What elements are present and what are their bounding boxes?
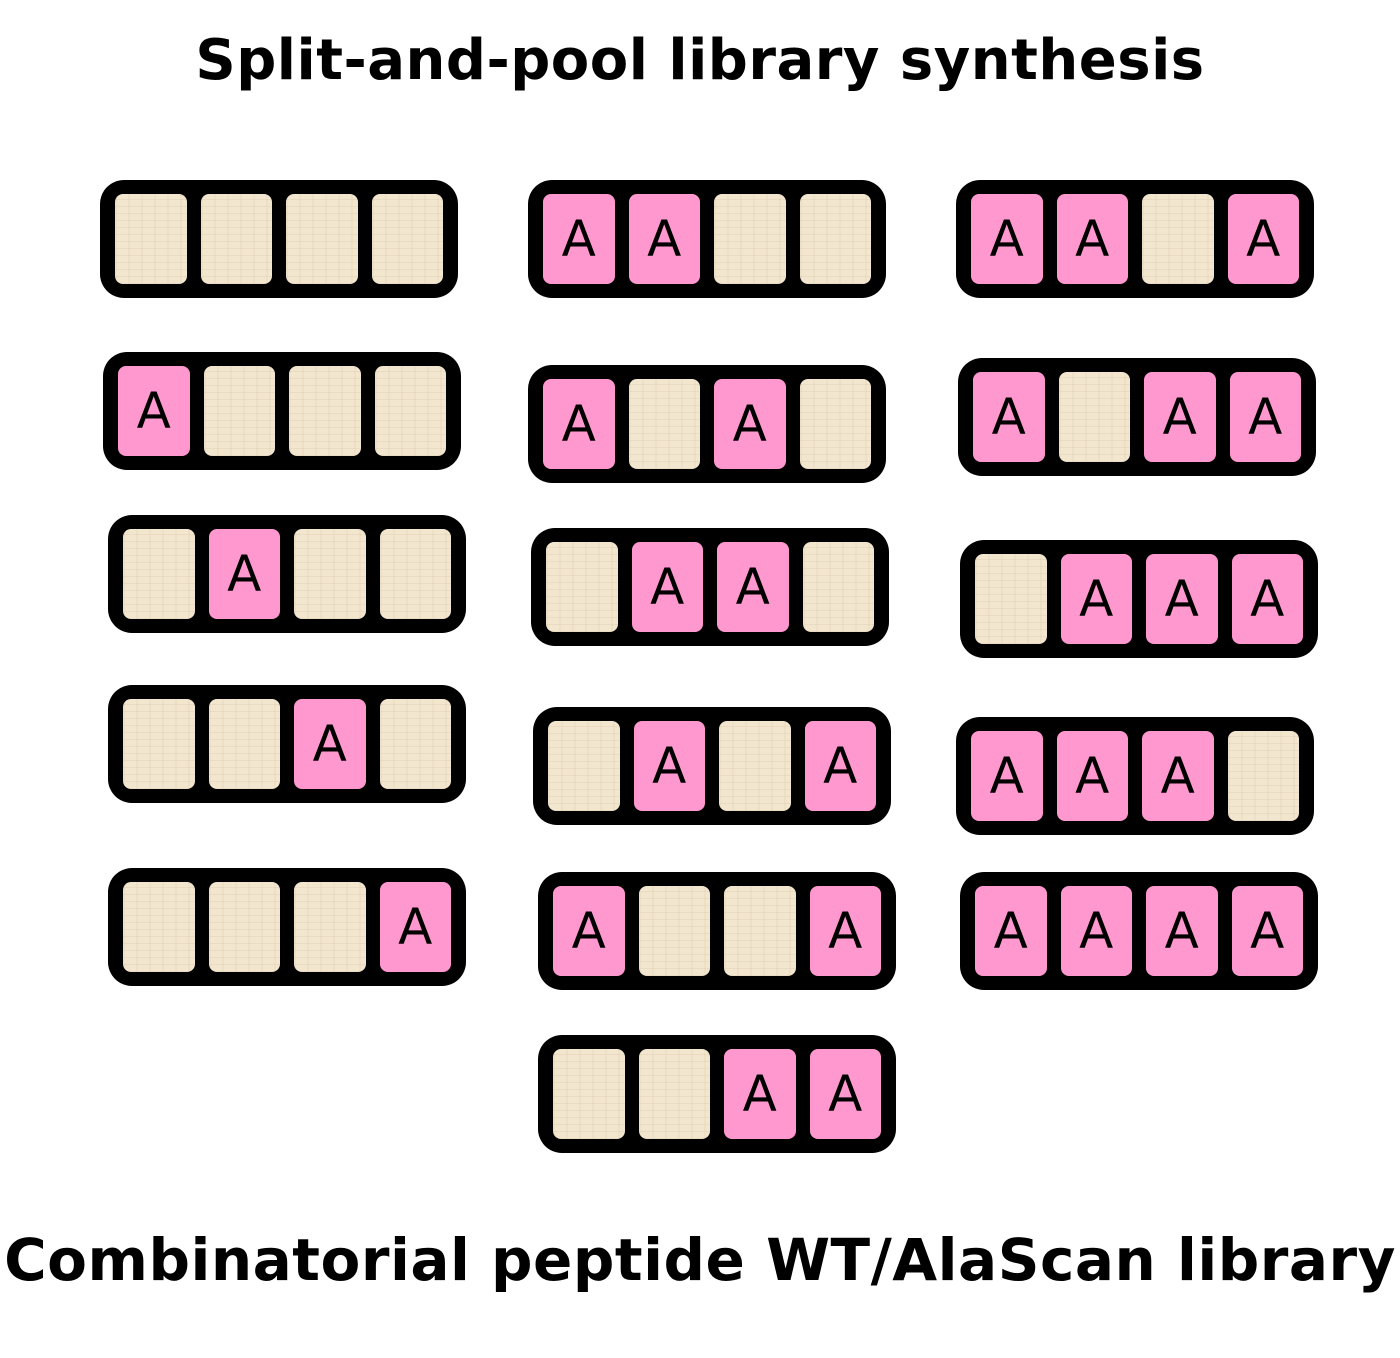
- alanine-residue: A: [379, 882, 451, 972]
- wild-type-residue: [294, 882, 366, 972]
- alanine-residue: A: [628, 194, 700, 284]
- wild-type-residue: [553, 1049, 625, 1139]
- alanine-residue: A: [1146, 554, 1218, 644]
- library-caption: Combinatorial peptide WT/AlaScan library: [4, 1226, 1396, 1294]
- wild-type-residue: [548, 721, 620, 811]
- wild-type-residue: [799, 194, 871, 284]
- wild-type-residue: [115, 194, 187, 284]
- wild-type-residue: [719, 721, 791, 811]
- wild-type-residue: [374, 366, 446, 456]
- alanine-residue: A: [971, 194, 1043, 284]
- wild-type-residue: [289, 366, 361, 456]
- wild-type-residue: [123, 699, 195, 789]
- alanine-residue: A: [809, 1049, 881, 1139]
- wild-type-residue: [546, 542, 618, 632]
- wild-type-residue: [1058, 372, 1130, 462]
- alanine-residue: A: [633, 721, 705, 811]
- alanine-residue: A: [804, 721, 876, 811]
- alanine-residue: A: [553, 886, 625, 976]
- alanine-residue: A: [971, 731, 1043, 821]
- alanine-residue: A: [1229, 372, 1301, 462]
- alanine-residue: A: [118, 366, 190, 456]
- wild-type-residue: [294, 529, 366, 619]
- alanine-residue: A: [208, 529, 280, 619]
- wild-type-residue: [1227, 731, 1299, 821]
- alanine-residue: A: [717, 542, 789, 632]
- alanine-residue: A: [1227, 194, 1299, 284]
- alanine-residue: A: [1142, 731, 1214, 821]
- page-title: Split-and-pool library synthesis: [195, 28, 1205, 93]
- alanine-residue: A: [1231, 554, 1303, 644]
- alanine-residue: A: [1056, 194, 1128, 284]
- alanine-residue: A: [1060, 554, 1132, 644]
- peptide-variant: A: [108, 868, 466, 986]
- wild-type-residue: [379, 529, 451, 619]
- wild-type-residue: [200, 194, 272, 284]
- alanine-residue: A: [1144, 372, 1216, 462]
- alanine-residue: A: [1231, 886, 1303, 976]
- peptide-variant: A: [103, 352, 461, 470]
- wild-type-residue: [371, 194, 443, 284]
- wild-type-residue: [714, 194, 786, 284]
- wild-type-residue: [1142, 194, 1214, 284]
- alanine-residue: A: [724, 1049, 796, 1139]
- wild-type-residue: [123, 882, 195, 972]
- alanine-residue: A: [1056, 731, 1128, 821]
- alanine-residue: A: [809, 886, 881, 976]
- peptide-variant: [100, 180, 458, 298]
- wild-type-residue: [123, 529, 195, 619]
- wild-type-residue: [203, 366, 275, 456]
- wild-type-residue: [799, 379, 871, 469]
- alanine-residue: A: [543, 194, 615, 284]
- alanine-residue: A: [973, 372, 1045, 462]
- peptide-variant: A: [108, 685, 466, 803]
- wild-type-residue: [208, 699, 280, 789]
- alanine-residue: A: [1060, 886, 1132, 976]
- wild-type-residue: [724, 886, 796, 976]
- wild-type-residue: [379, 699, 451, 789]
- wild-type-residue: [638, 1049, 710, 1139]
- alanine-residue: A: [631, 542, 703, 632]
- alanine-residue: A: [714, 379, 786, 469]
- wild-type-residue: [638, 886, 710, 976]
- alanine-residue: A: [1146, 886, 1218, 976]
- wild-type-residue: [975, 554, 1047, 644]
- peptide-variant: A: [108, 515, 466, 633]
- wild-type-residue: [802, 542, 874, 632]
- wild-type-residue: [628, 379, 700, 469]
- alanine-residue: A: [975, 886, 1047, 976]
- wild-type-residue: [286, 194, 358, 284]
- alanine-residue: A: [543, 379, 615, 469]
- alanine-residue: A: [294, 699, 366, 789]
- wild-type-residue: [208, 882, 280, 972]
